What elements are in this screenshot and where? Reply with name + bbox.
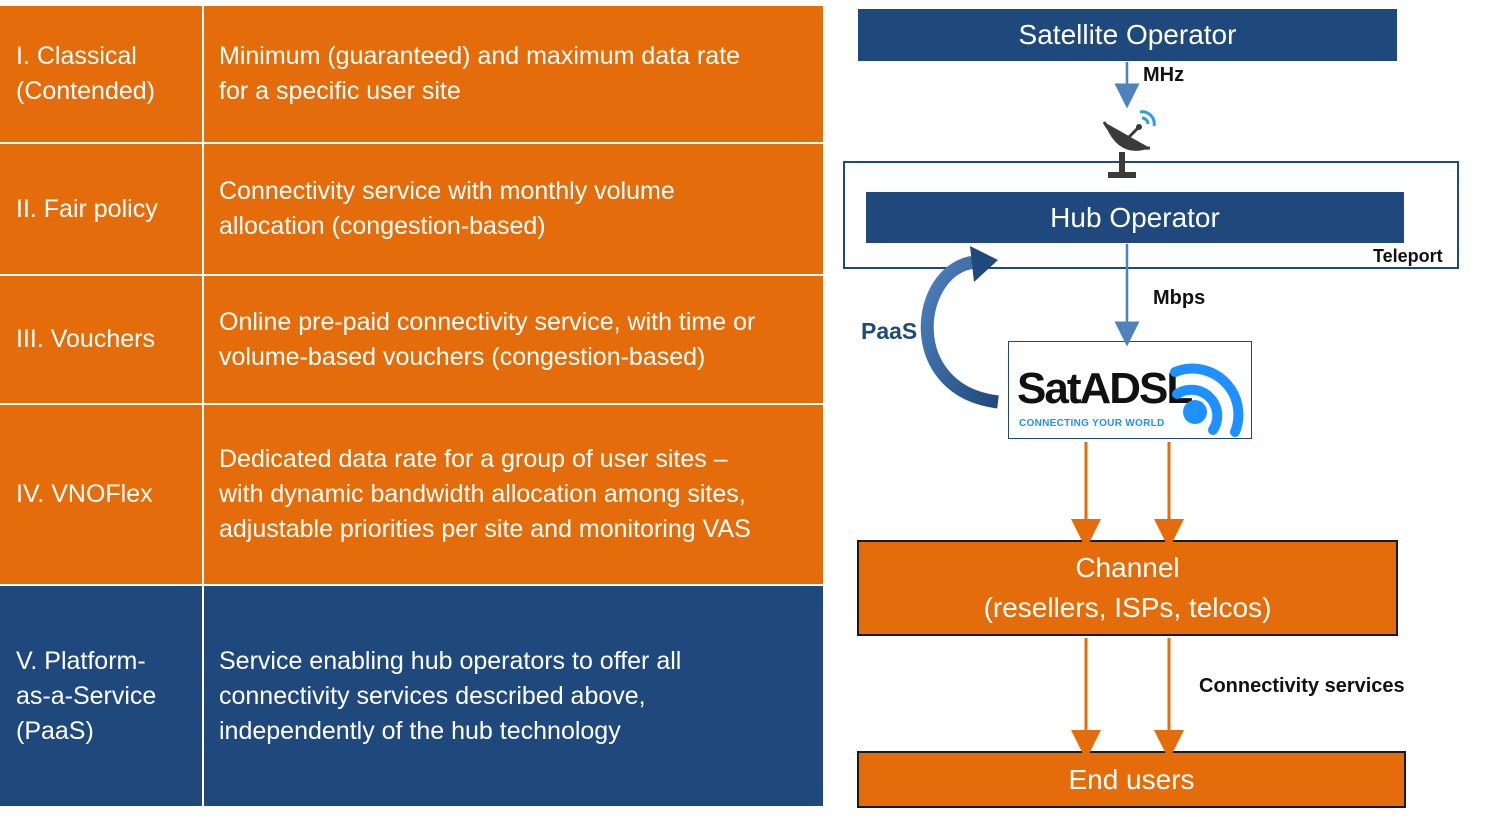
paas-label: PaaS [861,318,918,344]
tier-description-cell: Minimum (guaranteed) and maximum data ra… [204,6,823,142]
tier-name: III. Vouchers [16,325,155,353]
tier-description-cell: Online pre-paid connectivity service, wi… [204,276,823,403]
satadsl-logo: SatADSL CONNECTING YOUR WORLD [1008,341,1252,439]
satellite-dish-icon [1102,110,1156,178]
channel-label: Channel (resellers, ISPs, telcos) [983,552,1272,623]
end-users-box: End users [857,751,1406,808]
satellite-operator-label: Satellite Operator [1018,19,1237,50]
tier-description: Service enabling hub operators to offer … [219,646,682,745]
hub-operator-label: Hub Operator [1050,201,1220,233]
tier-name-cell: II. Fair policy [0,144,204,274]
tier-description-cell: Service enabling hub operators to offer … [204,586,823,806]
connectivity-services-label: Connectivity services [1199,675,1405,697]
tier-row-paas: V. Platform- as-a-Service (PaaS) Service… [0,586,823,806]
teleport-label: Teleport [1373,246,1443,266]
logo-wordmark: SatADSL [1017,364,1193,413]
logo-tagline: CONNECTING YOUR WORLD [1019,418,1165,429]
tier-description: Online pre-paid connectivity service, wi… [219,307,756,371]
tier-row-vouchers: III. Vouchers Online pre-paid connectivi… [0,276,823,403]
wifi-signal-icon [1170,363,1244,437]
tier-name-cell: I. Classical (Contended) [0,6,204,142]
channel-box: Channel (resellers, ISPs, telcos) [857,540,1398,636]
tier-row-vnoflex: IV. VNOFlex Dedicated data rate for a gr… [0,405,823,584]
end-users-label: End users [1068,763,1195,795]
tier-row-classical: I. Classical (Contended) Minimum (guaran… [0,6,823,142]
tier-name: I. Classical (Contended) [16,42,155,105]
tier-description: Dedicated data rate for a group of user … [219,445,751,543]
tier-name: II. Fair policy [16,194,158,223]
tier-row-fair-policy: II. Fair policy Connectivity service wit… [0,144,823,274]
tier-name-cell: V. Platform- as-a-Service (PaaS) [0,586,204,806]
mbps-label: Mbps [1153,287,1206,309]
teleport-frame [843,161,1459,269]
tier-description-cell: Connectivity service with monthly volume… [204,144,823,274]
mhz-label: MHz [1143,64,1185,86]
tier-description: Minimum (guaranteed) and maximum data ra… [219,42,741,105]
tier-description-cell: Dedicated data rate for a group of user … [204,405,823,584]
tier-description: Connectivity service with monthly volume… [219,177,675,240]
tier-name-cell: III. Vouchers [0,276,204,403]
tier-name: IV. VNOFlex [16,480,153,508]
hub-operator-box: Hub Operator [866,192,1404,243]
satellite-operator-box: Satellite Operator [858,9,1397,61]
tier-name-cell: IV. VNOFlex [0,405,204,584]
tier-name: V. Platform- as-a-Service (PaaS) [16,646,157,745]
paas-curved-arrow [920,246,999,409]
